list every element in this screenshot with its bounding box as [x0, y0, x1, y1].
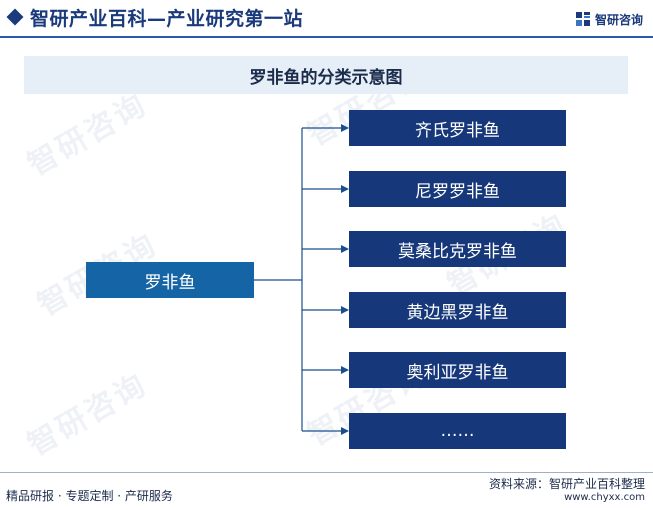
diagram-title: 罗非鱼的分类示意图	[249, 67, 403, 88]
leaf-node: 莫桑比克罗非鱼	[349, 231, 566, 267]
header-title: 智研产业百科—产业研究第一站	[30, 8, 304, 30]
root-node: 罗非鱼	[86, 262, 254, 298]
source-url: www.chyxx.com	[564, 492, 645, 503]
diagram-title-banner: 罗非鱼的分类示意图	[24, 56, 628, 94]
leaf-node: 尼罗罗非鱼	[349, 171, 566, 207]
leaf-node: ……	[349, 413, 566, 449]
brand: 智研咨询	[575, 9, 643, 29]
header-divider	[0, 36, 653, 38]
zhiyan-logo-icon	[575, 12, 590, 26]
header-bar: 智研产业百科—产业研究第一站 智研咨询	[0, 0, 653, 36]
footer-tagline: 精品研报 · 专题定制 · 产研服务	[6, 489, 173, 503]
source-note: 资料来源：智研产业百科整理	[488, 477, 645, 491]
brand-name: 智研咨询	[594, 12, 643, 27]
leaf-node: 黄边黑罗非鱼	[349, 292, 566, 328]
leaf-node: 齐氏罗非鱼	[349, 110, 566, 146]
leaf-node: 奥利亚罗非鱼	[349, 352, 566, 388]
footer-divider	[0, 472, 653, 473]
